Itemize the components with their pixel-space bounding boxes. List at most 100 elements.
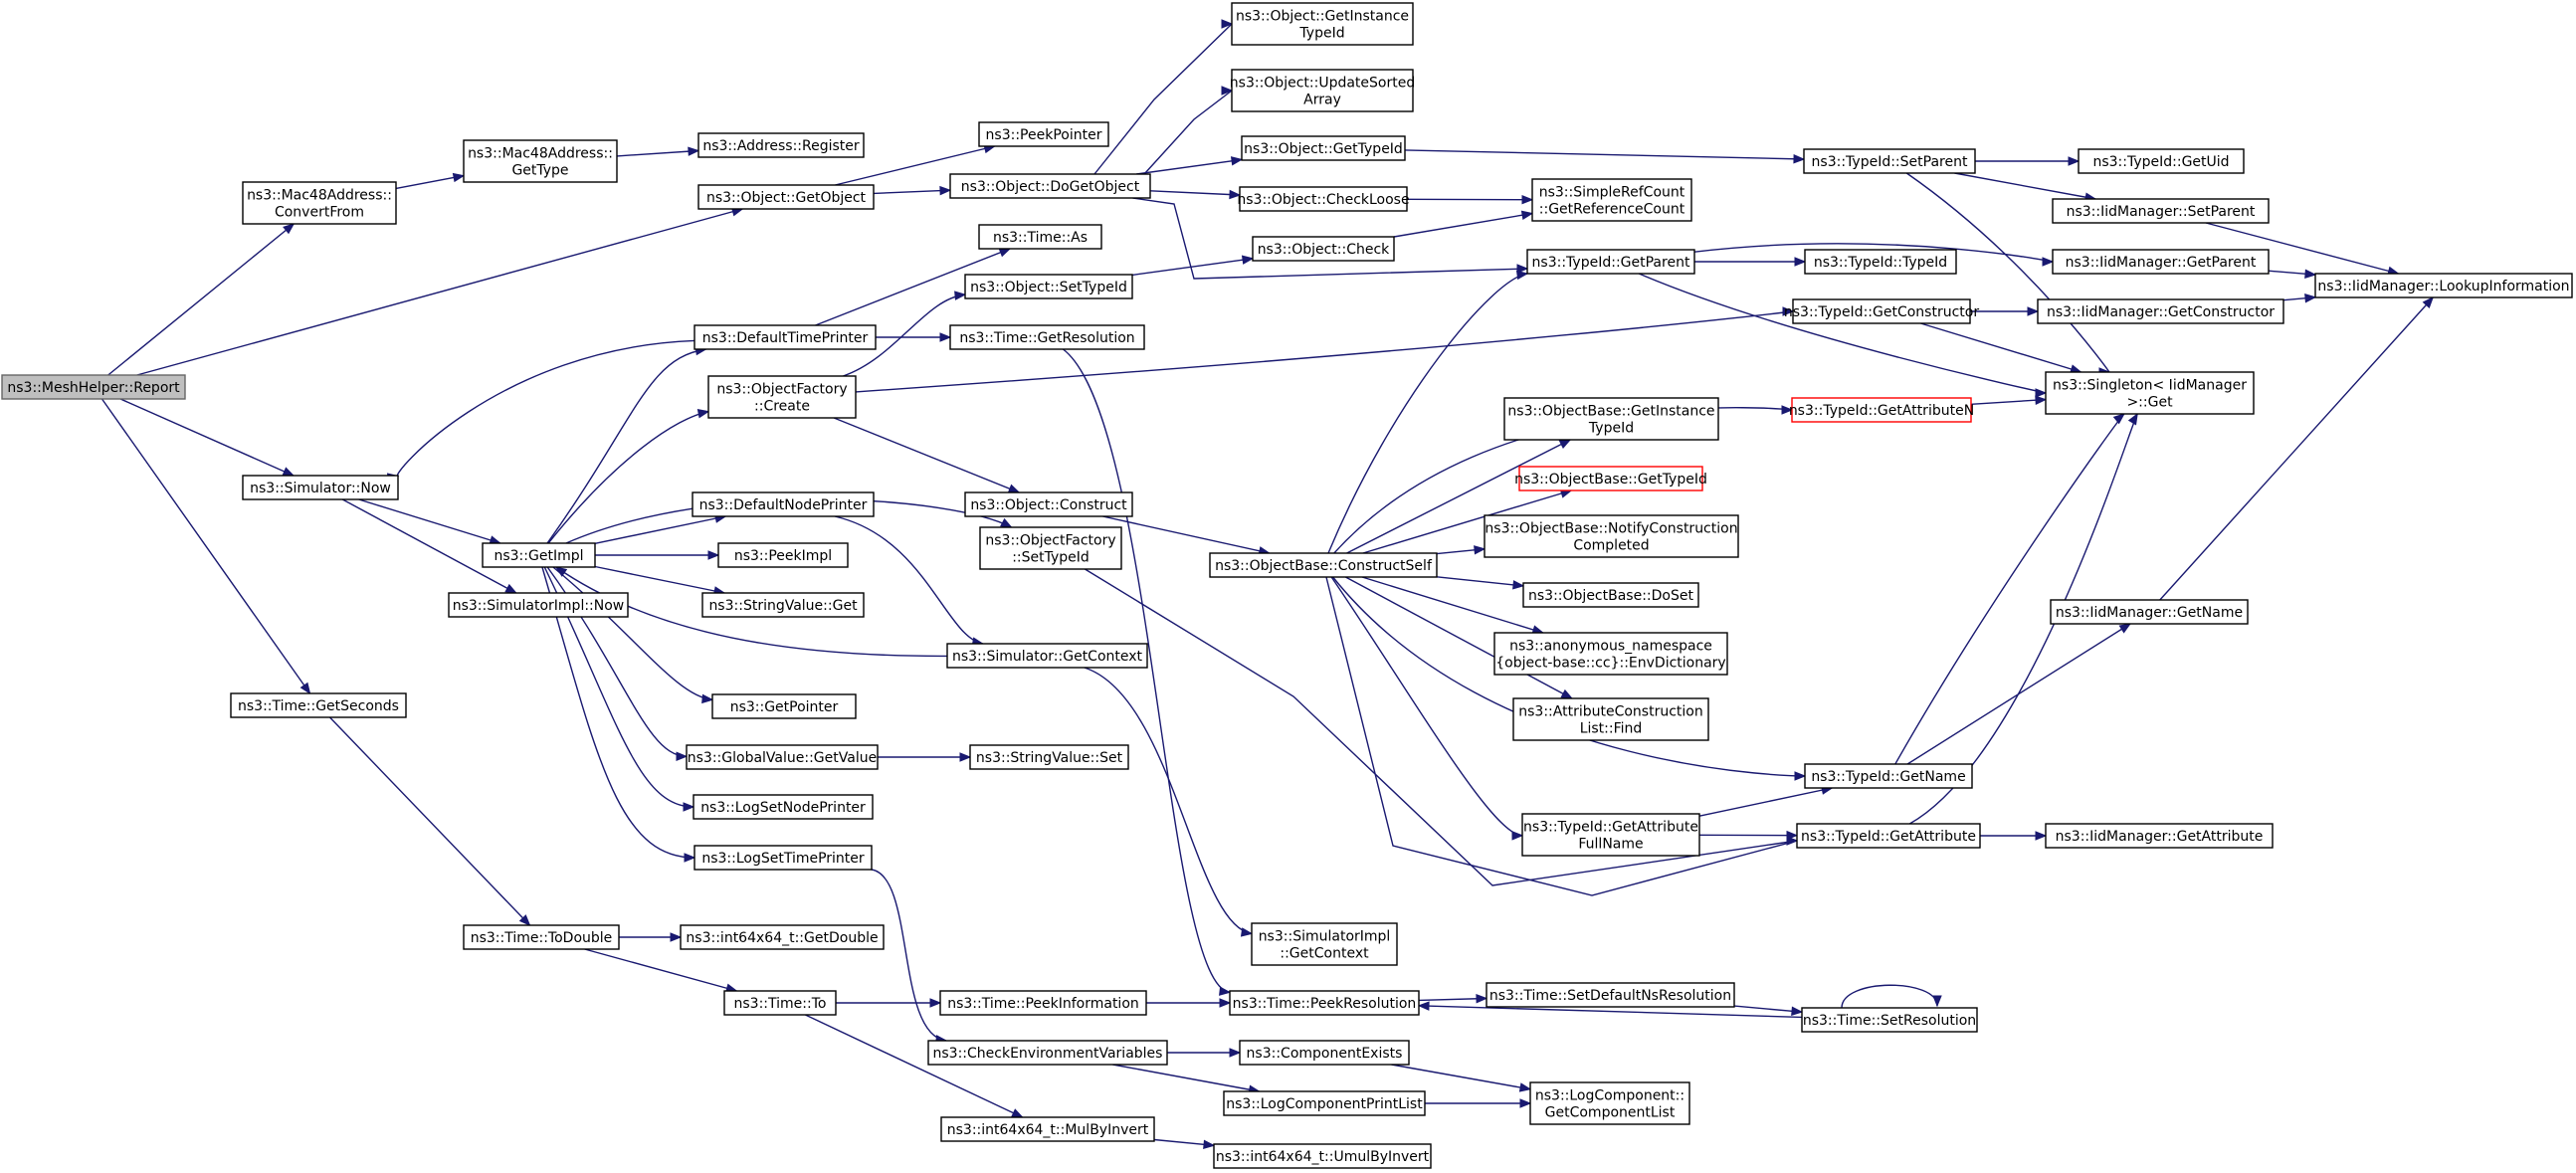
node-strvalget[interactable]: ns3::StringValue::Get (701, 592, 865, 618)
node-box-todouble[interactable] (463, 924, 620, 950)
node-setdefns[interactable]: ns3::Time::SetDefaultNsResolution (1486, 982, 1735, 1008)
node-ofsettid[interactable]: ns3::ObjectFactory::SetTypeId (979, 526, 1122, 570)
node-simgetctx[interactable]: ns3::Simulator::GetContext (946, 643, 1148, 669)
node-strvalset[interactable]: ns3::StringValue::Set (969, 744, 1129, 770)
node-box-timeas[interactable] (978, 224, 1102, 250)
node-box-singleton[interactable] (2045, 371, 2255, 415)
node-simpleref[interactable]: ns3::SimpleRefCount::GetReferenceCount (1531, 178, 1692, 222)
node-obgettid[interactable]: ns3::ObjectBase::GetTypeId (1514, 466, 1707, 491)
node-box-getres[interactable] (949, 324, 1145, 350)
node-addrreg[interactable]: ns3::Address::Register (697, 132, 865, 158)
node-box-peekptr[interactable] (978, 121, 1109, 147)
node-tidgetparent[interactable]: ns3::TypeId::GetParent (1526, 249, 1695, 275)
node-singleton[interactable]: ns3::Singleton< IidManager >::Get (2045, 371, 2255, 415)
node-box-getdouble[interactable] (680, 924, 885, 950)
node-box-deftimeprinter[interactable] (694, 324, 877, 350)
node-box-peekres[interactable] (1229, 990, 1420, 1016)
node-objcheck[interactable]: ns3::Object::Check (1252, 236, 1395, 262)
node-box-objcheck[interactable] (1252, 236, 1395, 262)
node-simimplctx[interactable]: ns3::SimulatorImpl::GetContext (1251, 922, 1398, 966)
node-peekptr[interactable]: ns3::PeekPointer (978, 121, 1109, 147)
node-box-setres[interactable] (1801, 1007, 1978, 1033)
node-box-tidgetattrfull[interactable] (1521, 813, 1700, 857)
node-getimpl[interactable]: ns3::GetImpl (482, 542, 596, 568)
node-box-iidlookup[interactable] (2314, 273, 2573, 298)
node-tidgetattrn[interactable]: ns3::TypeId::GetAttributeN (1789, 397, 1974, 423)
node-dogetobject[interactable]: ns3::Object::DoGetObject (949, 173, 1151, 199)
node-box-objsettid[interactable] (964, 274, 1133, 299)
node-box-getinsttid[interactable] (1231, 2, 1414, 46)
node-box-simnow[interactable] (242, 475, 399, 500)
node-box-timeto[interactable] (723, 990, 837, 1016)
node-deftimeprinter[interactable]: ns3::DefaultTimePrinter (694, 324, 877, 350)
node-box-tidtypeid[interactable] (1804, 249, 1957, 275)
node-defnodeprinter[interactable]: ns3::DefaultNodePrinter (692, 491, 875, 517)
node-box-setdefns[interactable] (1486, 982, 1735, 1008)
node-box-mulbyinv[interactable] (940, 1116, 1155, 1142)
node-tidtypeid[interactable]: ns3::TypeId::TypeId (1804, 249, 1957, 275)
node-compexists[interactable]: ns3::ComponentExists (1239, 1040, 1410, 1066)
node-box-simimplnow[interactable] (448, 592, 629, 618)
node-box-attrfind[interactable] (1512, 697, 1709, 741)
node-peekimpl[interactable]: ns3::PeekImpl (717, 542, 849, 568)
node-box-checkenv[interactable] (927, 1040, 1168, 1066)
node-box-defnodeprinter[interactable] (692, 491, 875, 517)
node-box-simpleref[interactable] (1531, 178, 1692, 222)
node-getres[interactable]: ns3::Time::GetResolution (949, 324, 1145, 350)
node-box-mactype[interactable] (463, 139, 618, 183)
node-objconstruct[interactable]: ns3::Object::Construct (964, 491, 1133, 517)
node-box-constructself[interactable] (1209, 552, 1438, 578)
node-box-dogetobject[interactable] (949, 173, 1151, 199)
node-box-iidsetparent[interactable] (2052, 198, 2270, 224)
node-box-envdict[interactable] (1493, 632, 1728, 676)
node-umulbyinv[interactable]: ns3::int64x64_t::UmulByInvert (1213, 1143, 1432, 1169)
node-envdict[interactable]: ns3::anonymous_namespace{object-base::cc… (1493, 632, 1728, 676)
node-box-gvgetvalue[interactable] (686, 744, 879, 770)
node-logcompprint[interactable]: ns3::LogComponentPrintList (1223, 1090, 1426, 1116)
node-box-tidgetparent[interactable] (1526, 249, 1695, 275)
node-setres[interactable]: ns3::Time::SetResolution (1801, 1007, 1978, 1033)
node-iidgetctor[interactable]: ns3::IidManager::GetConstructor (2037, 298, 2284, 324)
node-box-tidgetattr[interactable] (1796, 823, 1981, 849)
node-getcomplist[interactable]: ns3::LogComponent::GetComponentList (1529, 1081, 1690, 1125)
node-box-getpointer[interactable] (711, 693, 857, 719)
node-iidsetparent[interactable]: ns3::IidManager::SetParent (2052, 198, 2270, 224)
node-obnotify[interactable]: ns3::ObjectBase::NotifyConstructionCompl… (1484, 514, 1739, 558)
node-tidgetuid[interactable]: ns3::TypeId::GetUid (2078, 148, 2245, 174)
node-box-logcompprint[interactable] (1223, 1090, 1426, 1116)
node-simnow[interactable]: ns3::Simulator::Now (242, 475, 399, 500)
node-box-iidgetattr[interactable] (2045, 823, 2274, 849)
node-logsettime[interactable]: ns3::LogSetTimePrinter (694, 845, 873, 871)
node-timegetsec[interactable]: ns3::Time::GetSeconds (230, 692, 407, 718)
node-box-obnotify[interactable] (1484, 514, 1739, 558)
node-box-logsetnode[interactable] (693, 794, 874, 820)
node-box-strvalset[interactable] (969, 744, 1129, 770)
node-box-obgettid[interactable] (1518, 466, 1703, 491)
node-report[interactable]: ns3::MeshHelper::Report (1, 374, 186, 400)
node-box-iidgetname[interactable] (2050, 599, 2249, 625)
node-box-compexists[interactable] (1239, 1040, 1410, 1066)
node-box-getimpl[interactable] (482, 542, 596, 568)
node-getdouble[interactable]: ns3::int64x64_t::GetDouble (680, 924, 885, 950)
node-box-tidgetname[interactable] (1804, 763, 1973, 789)
node-peekres[interactable]: ns3::Time::PeekResolution (1229, 990, 1420, 1016)
node-box-ofsettid[interactable] (979, 526, 1122, 570)
node-box-logsettime[interactable] (694, 845, 873, 871)
node-checkenv[interactable]: ns3::CheckEnvironmentVariables (927, 1040, 1168, 1066)
node-getpointer[interactable]: ns3::GetPointer (711, 693, 857, 719)
node-box-peekinfo[interactable] (939, 990, 1147, 1016)
node-mulbyinv[interactable]: ns3::int64x64_t::MulByInvert (940, 1116, 1155, 1142)
node-timeto[interactable]: ns3::Time::To (723, 990, 837, 1016)
node-tidgetname[interactable]: ns3::TypeId::GetName (1804, 763, 1973, 789)
node-box-checkloose[interactable] (1239, 186, 1408, 212)
node-tidgetattr[interactable]: ns3::TypeId::GetAttribute (1796, 823, 1981, 849)
node-simimplnow[interactable]: ns3::SimulatorImpl::Now (448, 592, 629, 618)
node-objsettid[interactable]: ns3::Object::SetTypeId (964, 274, 1133, 299)
node-checkloose[interactable]: ns3::Object::CheckLoose (1237, 186, 1410, 212)
node-peekinfo[interactable]: ns3::Time::PeekInformation (939, 990, 1147, 1016)
node-box-peekimpl[interactable] (717, 542, 849, 568)
node-box-report[interactable] (1, 374, 186, 400)
node-box-tidgetattrn[interactable] (1791, 397, 1972, 423)
